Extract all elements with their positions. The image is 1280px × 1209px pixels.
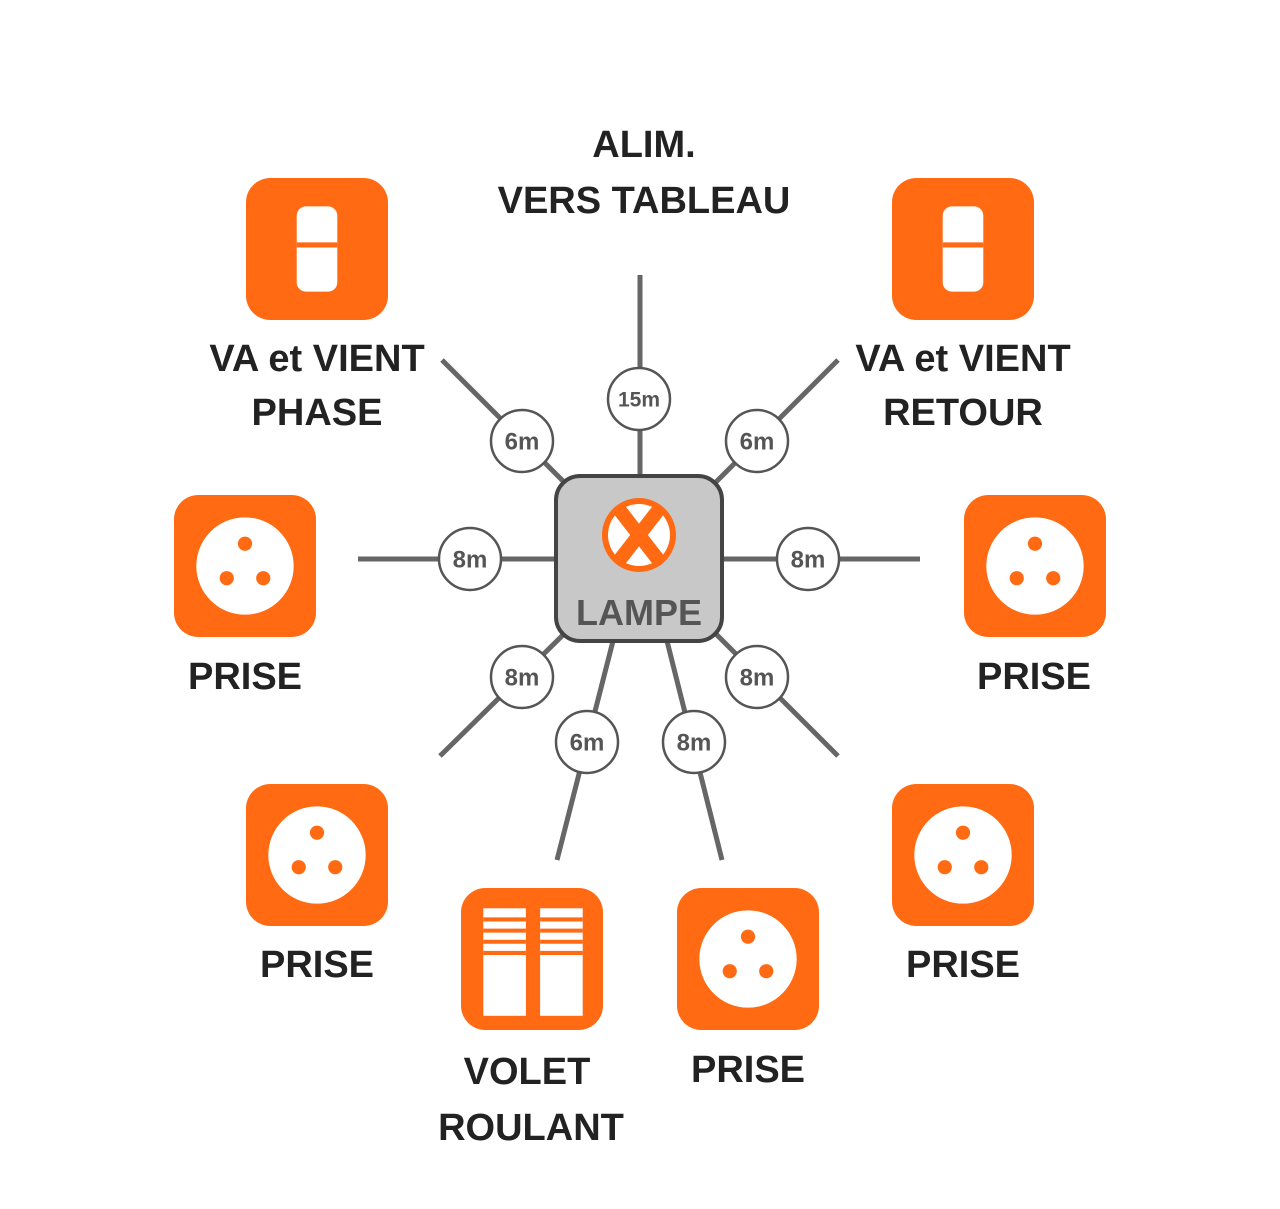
socket-icon bbox=[892, 784, 1034, 926]
prise-bottom-right-label: PRISE bbox=[906, 944, 1020, 986]
length-badge-volet-roulant: 6m bbox=[554, 709, 620, 775]
svg-text:8m: 8m bbox=[505, 665, 540, 692]
prise-left-label: PRISE bbox=[188, 656, 302, 698]
hub-label: LAMPE bbox=[576, 592, 702, 633]
svg-text:8m: 8m bbox=[453, 547, 488, 574]
svg-text:8m: 8m bbox=[677, 730, 712, 757]
svg-text:8m: 8m bbox=[740, 665, 775, 692]
length-badge-prise-bottom: 8m bbox=[661, 709, 727, 775]
length-badge-prise-left: 8m bbox=[437, 526, 503, 592]
volet-roulant-label-line2: ROULANT bbox=[438, 1107, 624, 1149]
prise-bottom-label: PRISE bbox=[691, 1049, 805, 1091]
va-retour-label-line1: VA et VIENT bbox=[855, 338, 1070, 380]
length-badge-prise-right: 8m bbox=[775, 526, 841, 592]
volet-roulant-label-line1: VOLET bbox=[464, 1051, 591, 1093]
length-badges: 15m 6m 6m 8m 8m 8m 8m 6m bbox=[437, 366, 841, 775]
va-phase-label-line2: PHASE bbox=[252, 392, 383, 434]
light-point-x-icon bbox=[602, 498, 676, 572]
socket-icon bbox=[246, 784, 388, 926]
prise-bottom-left-label: PRISE bbox=[260, 944, 374, 986]
svg-text:8m: 8m bbox=[791, 547, 826, 574]
lampe-hub: LAMPE bbox=[554, 474, 724, 643]
va-phase-label-line1: VA et VIENT bbox=[209, 338, 424, 380]
svg-text:6m: 6m bbox=[570, 730, 605, 757]
alim-label-line2: VERS TABLEAU bbox=[498, 180, 791, 222]
socket-icon bbox=[964, 495, 1106, 637]
svg-text:6m: 6m bbox=[505, 429, 540, 456]
length-badge-va-retour: 6m bbox=[724, 408, 790, 474]
length-badge-alim: 15m bbox=[606, 366, 672, 432]
alim-label-line1: ALIM. bbox=[592, 124, 695, 166]
switch-icon bbox=[246, 178, 388, 320]
socket-icon bbox=[677, 888, 819, 1030]
svg-text:6m: 6m bbox=[740, 429, 775, 456]
socket-icon bbox=[174, 495, 316, 637]
length-badge-prise-bottom-left: 8m bbox=[489, 644, 555, 710]
length-badge-va-phase: 6m bbox=[489, 408, 555, 474]
length-badge-prise-bottom-right: 8m bbox=[724, 644, 790, 710]
va-retour-label-line2: RETOUR bbox=[883, 392, 1043, 434]
switch-icon bbox=[892, 178, 1034, 320]
prise-right-label: PRISE bbox=[977, 656, 1091, 698]
svg-text:15m: 15m bbox=[618, 389, 660, 412]
shutter-icon bbox=[461, 888, 603, 1030]
